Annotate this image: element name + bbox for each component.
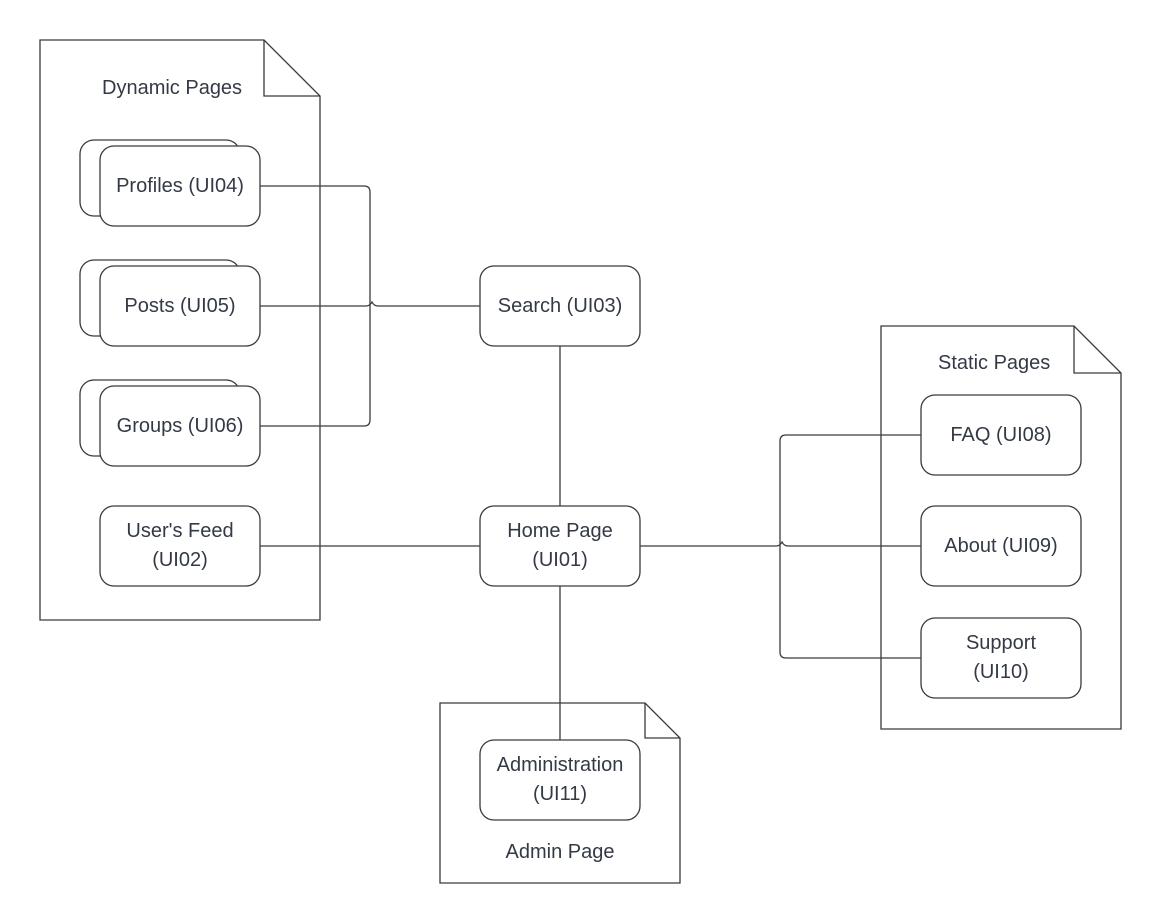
- dynamic-pages-title: Dynamic Pages: [102, 77, 242, 99]
- search-label: Search (UI03): [498, 295, 623, 317]
- support-label-line2: (UI10): [973, 661, 1029, 683]
- administration-label-line1: Administration: [497, 754, 624, 776]
- posts-label: Posts (UI05): [124, 295, 235, 317]
- faq-node[interactable]: FAQ (UI08): [920, 394, 1082, 476]
- support-node[interactable]: Support (UI10): [920, 617, 1082, 699]
- home-page-node[interactable]: Home Page (UI01): [479, 505, 641, 587]
- users-feed-label-line2: (UI02): [152, 549, 208, 571]
- connector-home-about: [640, 540, 921, 547]
- users-feed-node[interactable]: User's Feed (UI02): [99, 505, 261, 587]
- about-label: About (UI09): [944, 535, 1057, 557]
- static-pages-title: Static Pages: [938, 352, 1050, 374]
- connector-groups-search: [260, 306, 371, 427]
- home-page-label-line1: Home Page: [507, 520, 613, 542]
- connector-faq-bus: [779, 434, 921, 546]
- faq-label: FAQ (UI08): [950, 424, 1051, 446]
- connector-profiles-search: [260, 185, 371, 306]
- connectors: [260, 185, 921, 740]
- profiles-label: Profiles (UI04): [116, 175, 244, 197]
- home-page-label-line2: (UI01): [532, 549, 588, 571]
- administration-label-line2: (UI11): [533, 783, 587, 805]
- search-node[interactable]: Search (UI03): [479, 265, 641, 347]
- users-feed-label-line1: User's Feed: [126, 520, 233, 542]
- groups-node[interactable]: Groups (UI06): [79, 379, 261, 467]
- administration-node[interactable]: Administration (UI11): [479, 739, 641, 821]
- admin-page-title: Admin Page: [506, 841, 615, 863]
- about-node[interactable]: About (UI09): [920, 505, 1082, 587]
- groups-label: Groups (UI06): [117, 415, 244, 437]
- profiles-node[interactable]: Profiles (UI04): [79, 139, 261, 227]
- posts-node[interactable]: Posts (UI05): [79, 259, 261, 347]
- connector-support-bus: [779, 546, 921, 659]
- support-label-line1: Support: [966, 632, 1036, 654]
- connector-posts-search: [260, 300, 480, 307]
